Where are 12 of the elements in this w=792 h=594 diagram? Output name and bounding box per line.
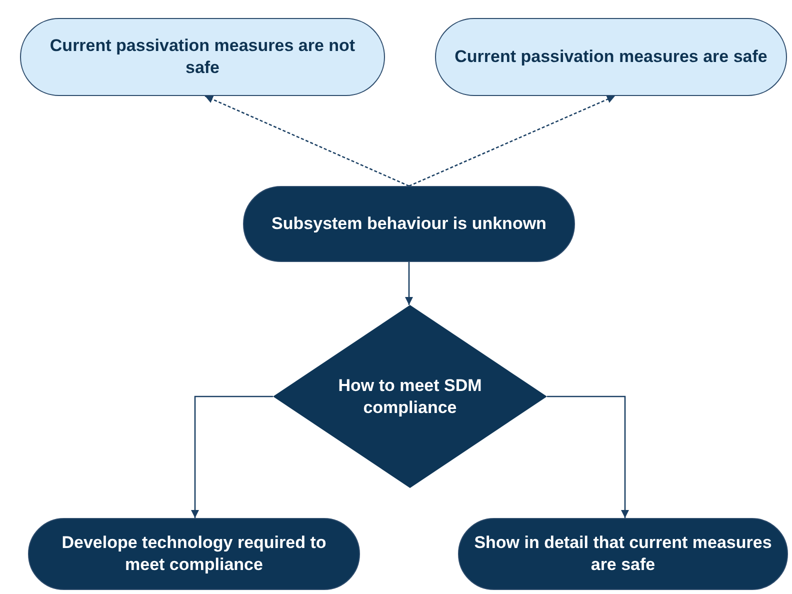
- arrow: [408, 95, 616, 187]
- node-text: Show in detail that current measures are safe: [473, 532, 773, 576]
- node-text: Subsystem behaviour is unknown: [270, 213, 548, 235]
- node-text: Current passivation measures are not safe: [48, 35, 356, 79]
- arrow: [405, 262, 413, 305]
- arrow: [204, 95, 410, 187]
- node-text: How to meet SDM compliance: [337, 374, 483, 418]
- node-text: Current passivation measures are safe: [454, 46, 768, 68]
- node-text: Develope technology required to meet compliance: [60, 532, 328, 576]
- arrow: [547, 396, 629, 518]
- decision-diamond: [273, 305, 547, 488]
- arrow: [191, 396, 273, 518]
